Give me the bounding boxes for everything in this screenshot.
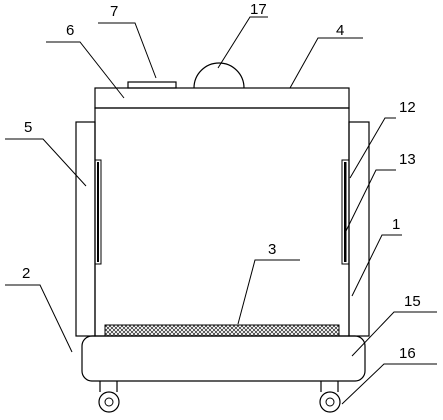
top-dome [193,62,245,89]
left-slot [94,159,102,265]
leader-16 [341,363,437,405]
left-side-panel [75,121,96,337]
left-slot-fill [97,162,99,262]
label-3: 3 [268,241,276,258]
wheel-left-hub [104,397,114,407]
right-slot-fill [344,162,347,262]
wheel-right-hub [325,397,335,407]
label-1: 1 [392,216,400,233]
label-12: 12 [399,99,416,116]
label-6: 6 [66,22,74,39]
leader-12 [349,117,396,179]
label-4: 4 [336,22,344,39]
label-16: 16 [399,345,416,362]
top-cover [94,87,350,109]
wheel-right [319,391,341,413]
base [81,335,366,382]
leader-13 [344,169,396,234]
leader-5 [5,138,87,187]
label-15: 15 [404,293,421,310]
top-block [127,81,177,89]
leader-17 [217,16,268,69]
hatched-plate [104,324,340,337]
right-slot [341,159,350,265]
label-13: 13 [399,151,416,168]
right-side-panel [348,121,370,337]
leader-1 [351,234,402,297]
cabinet-body [94,107,350,337]
wheel-left [98,391,120,413]
leader-4 [289,37,363,89]
label-17: 17 [250,1,267,18]
leader-3 [237,259,300,325]
leader-2 [5,284,73,353]
leader-7 [98,22,157,79]
label-2: 2 [22,265,30,282]
label-5: 5 [24,119,32,136]
label-7: 7 [110,3,118,20]
leader-15 [351,311,437,357]
leader-6 [46,41,125,99]
